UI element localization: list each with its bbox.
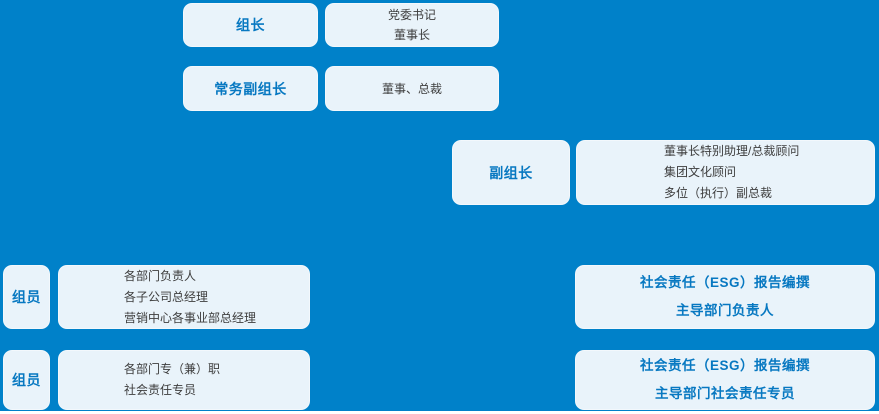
- role-box-leader: 组长: [183, 3, 318, 47]
- detail-line: 各部门专（兼）职: [124, 362, 221, 376]
- detail-line: 董事、总裁: [381, 81, 442, 96]
- role-label-members-1: 组员: [12, 289, 41, 305]
- role-label-leader: 组长: [236, 17, 265, 33]
- role-label-executive-deputy-leader: 常务副组长: [214, 80, 287, 97]
- detail-line: 各部门负责人: [124, 268, 197, 283]
- esg-line: 社会责任（ESG）报告编撰: [639, 358, 810, 373]
- detail-box-members-2: 各部门专（兼）职 社会责任专员: [58, 350, 310, 410]
- detail-line: 营销中心各事业部总经理: [124, 310, 257, 325]
- role-label-members-2: 组员: [12, 372, 41, 388]
- role-box-executive-deputy-leader: 常务副组长: [183, 66, 318, 111]
- detail-line: 多位（执行）副总裁: [664, 186, 773, 200]
- detail-line: 董事长特别助理/总裁顾问: [664, 144, 800, 158]
- esg-line: 社会责任（ESG）报告编撰: [639, 275, 810, 290]
- detail-box-members-1: 各部门负责人 各子公司总经理 营销中心各事业部总经理: [58, 265, 310, 329]
- detail-line: 党委书记: [387, 8, 436, 22]
- detail-line: 集团文化顾问: [664, 165, 737, 179]
- esg-report-box-leads: 社会责任（ESG）报告编撰 主导部门负责人: [575, 265, 875, 329]
- esg-line: 主导部门负责人: [676, 303, 774, 318]
- detail-box-executive-deputy-leader: 董事、总裁: [325, 66, 499, 111]
- detail-line: 社会责任专员: [124, 383, 197, 397]
- detail-box-leader: 党委书记 董事长: [325, 3, 499, 47]
- detail-line: 董事长: [393, 28, 430, 42]
- esg-report-box-specialists: 社会责任（ESG）报告编撰 主导部门社会责任专员: [575, 350, 875, 410]
- role-box-members-2: 组员: [3, 350, 50, 410]
- role-label-deputy-leader: 副组长: [489, 164, 533, 181]
- esg-line: 主导部门社会责任专员: [655, 386, 795, 401]
- detail-line: 各子公司总经理: [124, 289, 209, 304]
- role-box-members-1: 组员: [3, 265, 50, 329]
- detail-box-deputy-leader: 董事长特别助理/总裁顾问 集团文化顾问 多位（执行）副总裁: [576, 140, 875, 205]
- role-box-deputy-leader: 副组长: [452, 140, 570, 205]
